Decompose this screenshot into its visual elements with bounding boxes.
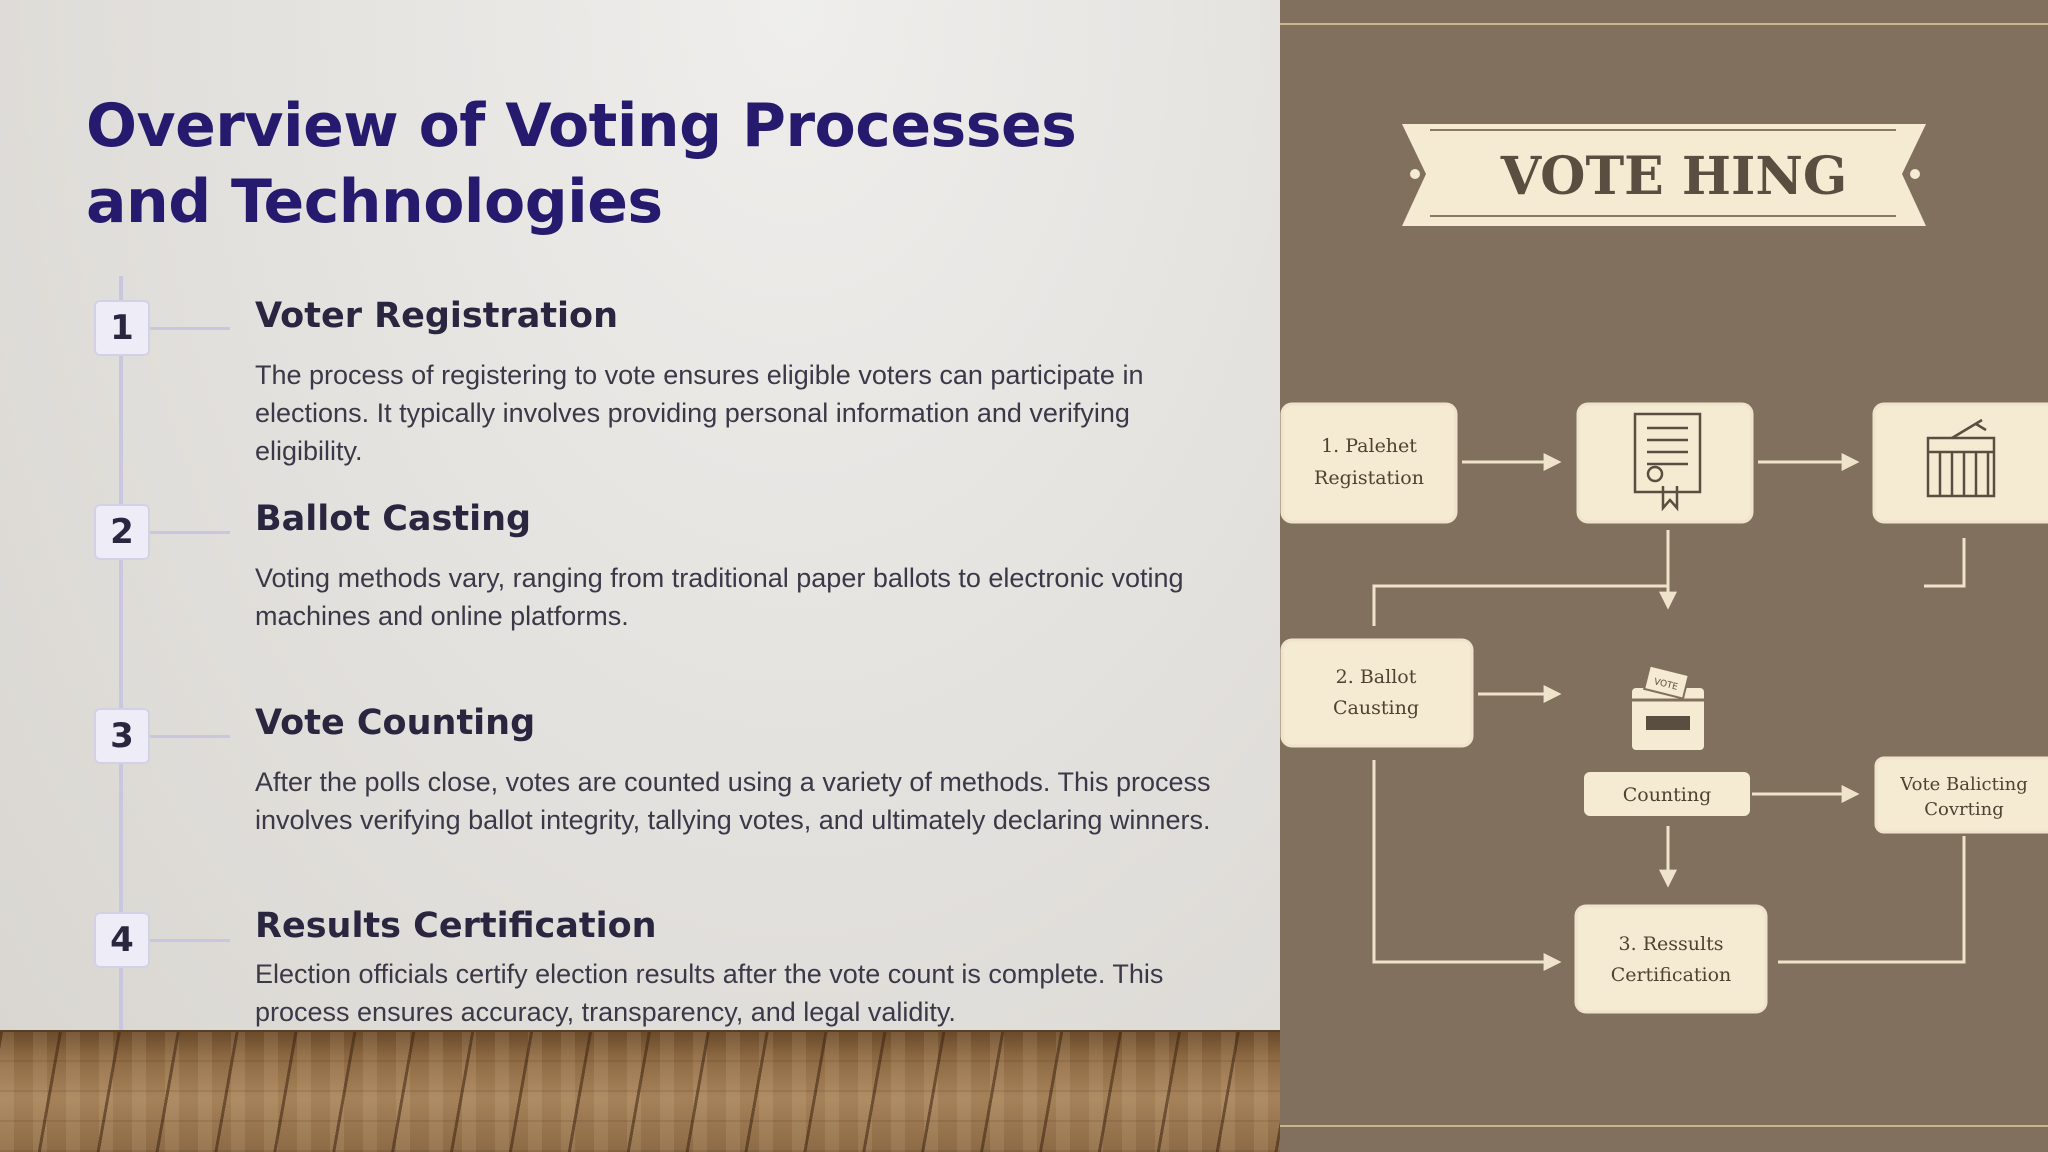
step-description: The process of registering to vote ensur… bbox=[255, 360, 1144, 466]
timeline-line bbox=[119, 276, 123, 1066]
flow-connectors bbox=[1372, 453, 1966, 971]
step-number-badge: 2 bbox=[94, 504, 150, 560]
box-counting-label: Counting bbox=[1623, 784, 1712, 806]
step-description: Voting methods vary, ranging from tradit… bbox=[255, 563, 1184, 631]
box-registration-line1: 1. Palehet bbox=[1321, 435, 1417, 457]
box-registration: 1. Palehet Registation bbox=[1280, 402, 1458, 524]
step-heading: Voter Registration bbox=[255, 296, 619, 336]
step-connector bbox=[146, 735, 230, 738]
step-connector bbox=[146, 531, 230, 534]
box-results-line1: 3. Ressults bbox=[1619, 933, 1724, 955]
step-heading: Results Certification bbox=[255, 906, 657, 946]
step-description: Election officials certify election resu… bbox=[255, 959, 1164, 1027]
box-document bbox=[1576, 402, 1754, 524]
ballot-box-icon: VOTE bbox=[1632, 664, 1704, 750]
box-ballot-line2: Causting bbox=[1333, 697, 1419, 719]
step-heading: Vote Counting bbox=[255, 703, 536, 743]
box-vote-balicting-line1: Vote Balicting bbox=[1899, 774, 2027, 795]
step-description: After the polls close, votes are counted… bbox=[255, 767, 1211, 835]
document-seal-icon bbox=[1633, 412, 1702, 512]
voting-process-illustration: VOTE HING 1. Palehet Registation bbox=[1280, 0, 2048, 1152]
banner-text: VOTE HING bbox=[1500, 146, 1848, 207]
banner: VOTE HING bbox=[1402, 124, 1926, 226]
step-number-badge: 1 bbox=[94, 300, 150, 356]
box-vote-balicting: Vote Balicting Covrting bbox=[1874, 756, 2048, 834]
box-vote-box bbox=[1872, 402, 2048, 524]
step-number-badge: 3 bbox=[94, 708, 150, 764]
slide-title: Overview of Voting Processes and Technol… bbox=[86, 91, 1077, 237]
box-vote-balicting-line2: Covrting bbox=[1924, 799, 2004, 820]
box-ballot: 2. Ballot Causting bbox=[1280, 638, 1474, 748]
step-number-badge: 4 bbox=[94, 912, 150, 968]
box-counting: Counting bbox=[1584, 772, 1750, 816]
wooden-floor bbox=[0, 1030, 1280, 1152]
vote-box-icon bbox=[1926, 418, 1996, 498]
box-results: 3. Ressults Certification bbox=[1574, 904, 1768, 1014]
step-connector bbox=[146, 939, 230, 942]
box-results-line2: Certification bbox=[1611, 964, 1732, 986]
slide-content: Overview of Voting Processes and Technol… bbox=[0, 0, 1280, 1152]
step-heading: Ballot Casting bbox=[255, 499, 532, 539]
step-connector bbox=[146, 327, 230, 330]
box-registration-line2: Registation bbox=[1314, 467, 1424, 489]
box-ballot-line1: 2. Ballot bbox=[1336, 666, 1417, 688]
